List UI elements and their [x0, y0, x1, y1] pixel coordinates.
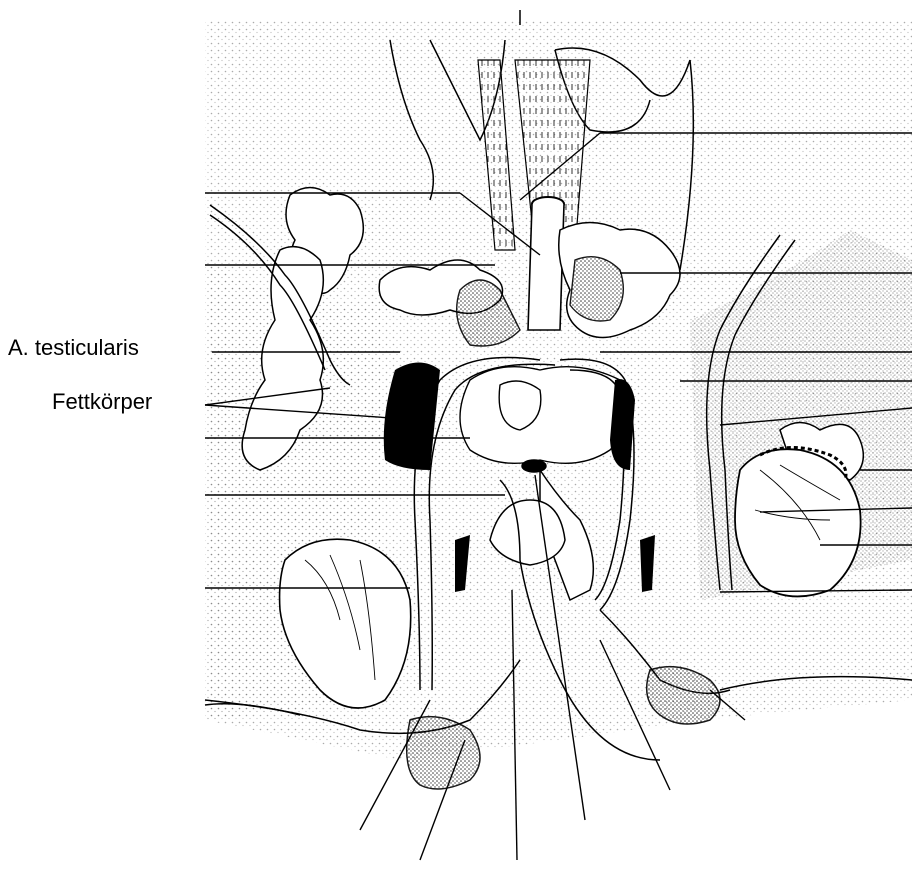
label-a-testicularis: A. testicularis — [8, 335, 139, 361]
label-fettkoerper: Fettkörper — [52, 389, 152, 415]
